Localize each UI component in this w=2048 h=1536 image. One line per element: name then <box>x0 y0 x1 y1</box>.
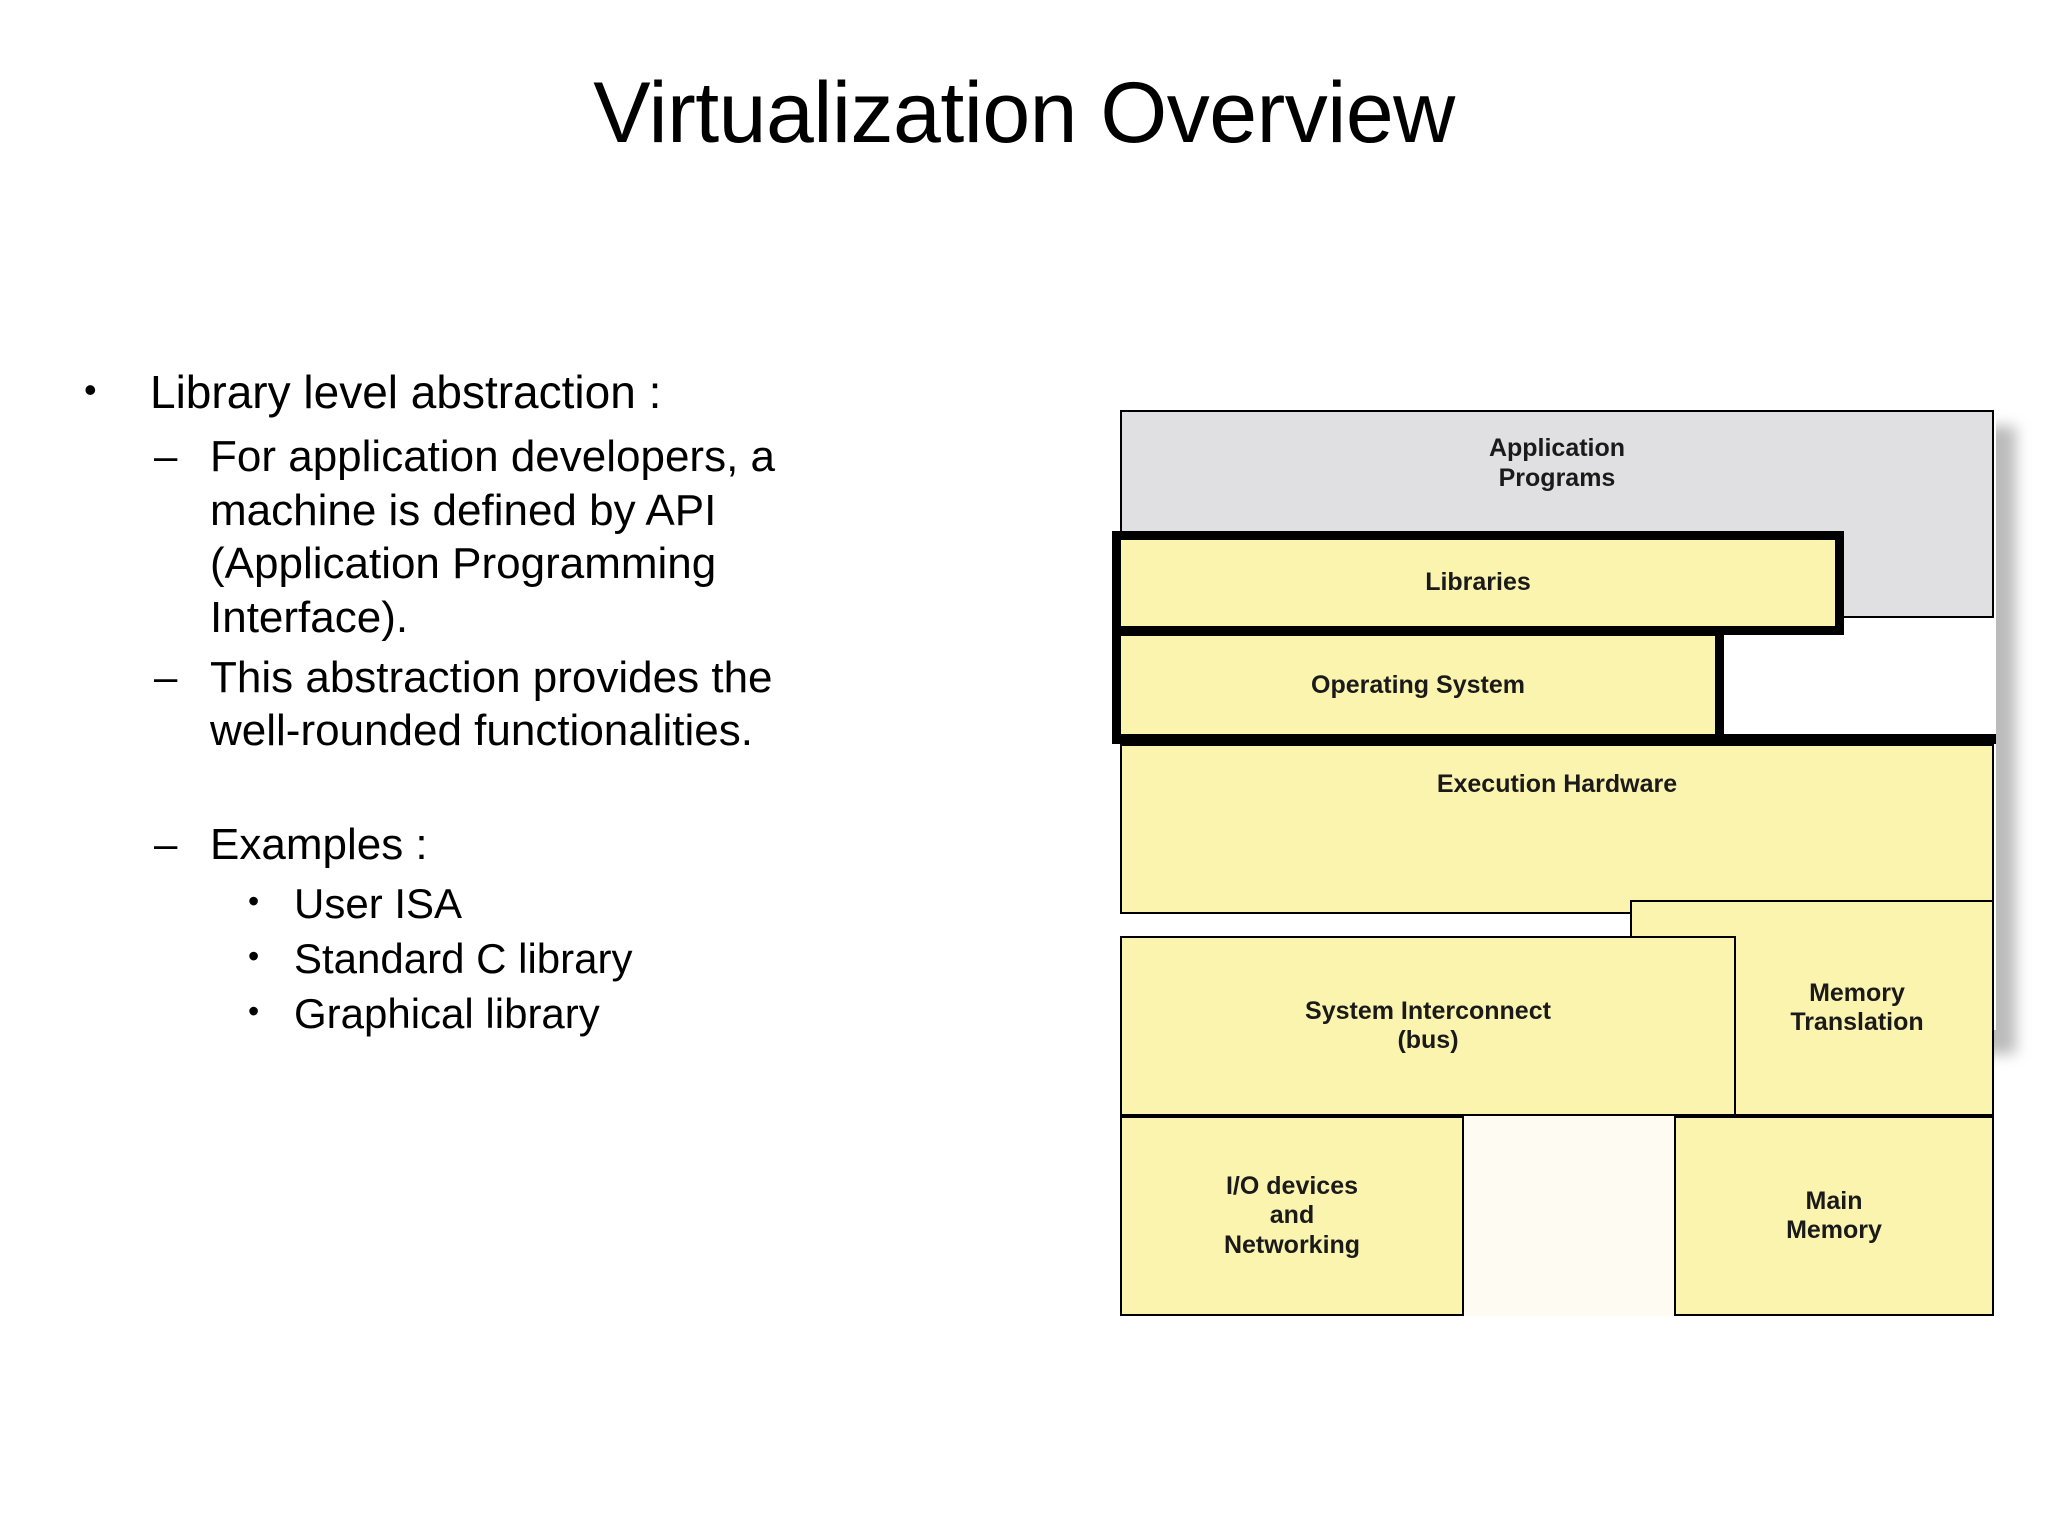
list-item: – For application developers, a machine … <box>154 430 844 645</box>
diagram-box-io-devices-networking: I/O devices and Networking <box>1120 1116 1464 1316</box>
list-item: • Graphical library <box>248 988 844 1039</box>
diagram-box-main-memory: Main Memory <box>1674 1116 1994 1316</box>
computer-system-layers-diagram: Application Programs Libraries Operating… <box>1112 408 2016 1316</box>
list-item: • Library level abstraction : <box>84 364 844 420</box>
list-item: – This abstraction provides the well-rou… <box>154 651 844 758</box>
bullet-marker-level2: – <box>154 432 178 480</box>
diagram-box-libraries: Libraries <box>1112 531 1844 635</box>
bullet-text: This abstraction provides the well-round… <box>210 652 773 756</box>
bullet-marker-level1: • <box>84 369 97 410</box>
diagram-box-system-interconnect: System Interconnect (bus) <box>1120 936 1736 1116</box>
bullet-text: Standard C library <box>294 935 633 983</box>
bullet-text: Graphical library <box>294 990 600 1038</box>
diagram-box-operating-system: Operating System <box>1112 627 1724 744</box>
page-title: Virtualization Overview <box>593 65 1455 161</box>
bullet-marker-level3: • <box>248 882 260 919</box>
bullet-marker-level2: – <box>154 652 178 700</box>
list-spacer <box>84 764 844 818</box>
diagram-box-execution-hardware: Execution Hardware <box>1120 744 1994 914</box>
bullet-text: For application developers, a machine is… <box>210 432 775 643</box>
bullet-list: • Library level abstraction : – For appl… <box>84 364 844 1044</box>
bullet-marker-level2: – <box>154 820 178 868</box>
list-item: – Examples : <box>154 818 844 872</box>
bullet-text: User ISA <box>294 879 463 927</box>
diagram-canvas: Application Programs Libraries Operating… <box>1112 408 1996 1316</box>
diagram-separator-hardware <box>1118 734 1996 744</box>
bullet-text: Examples : <box>210 820 428 870</box>
bullet-marker-level3: • <box>248 993 260 1030</box>
bullet-text: Library level abstraction : <box>150 366 662 418</box>
list-item: • User ISA <box>248 878 844 929</box>
bullet-marker-level3: • <box>248 938 260 975</box>
list-item: • Standard C library <box>248 933 844 984</box>
